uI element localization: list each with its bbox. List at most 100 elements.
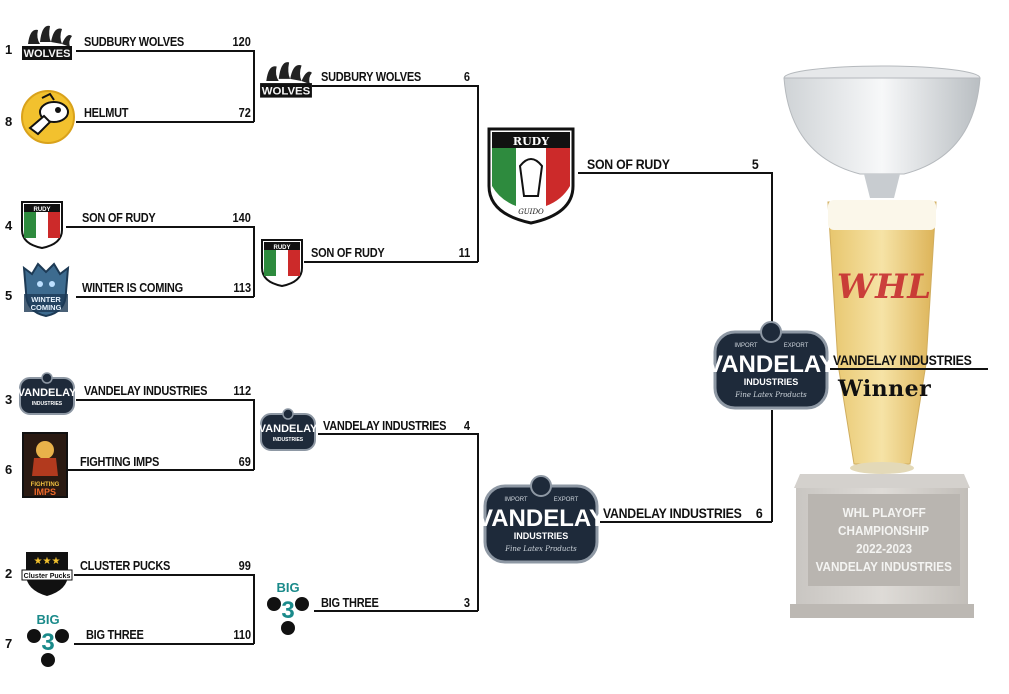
team-score: 113: [233, 281, 251, 295]
champion-name: VANDELAY INDUSTRIES: [833, 352, 972, 368]
plaque-line: 2022-2023: [856, 541, 912, 556]
cluster-pucks-logo: ★★★ Cluster Pucks: [21, 552, 73, 596]
vandelay-tagline: Fine Latex Products: [734, 391, 807, 399]
vandelay-logo-text: VANDELAY: [259, 423, 318, 435]
bracket-line: [66, 226, 254, 228]
team-score: 112: [233, 384, 251, 398]
fighting-imps-logo: FIGHTING IMPS: [22, 432, 68, 498]
helmut-logo: [21, 90, 75, 144]
team-score: 140: [232, 211, 251, 225]
cluster-logo-text: Cluster Pucks: [24, 573, 71, 580]
seed-number: 1: [5, 42, 13, 57]
team-name: SON OF RUDY: [587, 156, 670, 172]
whl-logo-text: WHL: [837, 267, 931, 307]
big-three-logo: BIG 3: [267, 580, 309, 635]
bracket-line: [74, 574, 254, 576]
team-name: BIG THREE: [321, 596, 379, 610]
trophy-plaque: WHL PLAYOFF CHAMPIONSHIP 2022-2023 VANDE…: [808, 494, 960, 586]
bracket-line: [68, 469, 254, 471]
plaque-line: CHAMPIONSHIP: [838, 523, 930, 538]
team-score: 11: [458, 246, 470, 260]
seed-number: 7: [5, 636, 13, 651]
vandelay-export-text: EXPORT: [554, 497, 579, 503]
vandelay-tagline: Fine Latex Products: [504, 545, 577, 553]
bracket-line: [76, 121, 254, 123]
team-name: VANDELAY INDUSTRIES: [603, 505, 742, 521]
vandelay-import-text: IMPORT: [734, 343, 758, 349]
winter-logo-text-3: COMING: [31, 303, 62, 312]
team-score: 6: [756, 505, 763, 521]
team-name: SUDBURY WOLVES: [84, 35, 185, 49]
vandelay-logo-subtext: INDUSTRIES: [32, 401, 63, 407]
vandelay-industries-logo: VANDELAY INDUSTRIES: [259, 408, 318, 451]
plaque-line: WHL PLAYOFF: [842, 505, 926, 520]
big-three-logo: BIG 3: [27, 612, 69, 667]
team-score: 3: [463, 596, 470, 610]
vandelay-logo-subtext: INDUSTRIES: [744, 377, 799, 387]
vandelay-logo-subtext: INDUSTRIES: [273, 437, 304, 443]
bracket-connector: [771, 172, 773, 322]
bracket-line: [76, 296, 254, 298]
team-name: FIGHTING IMPS: [80, 455, 160, 469]
seed-number: 4: [5, 218, 13, 233]
bracket-line: [304, 261, 478, 263]
bracket-line: [318, 433, 478, 435]
big-logo-text: BIG: [36, 612, 59, 627]
bracket-line: [312, 85, 478, 87]
rudy-logo-subtext: GUIDO: [518, 208, 544, 216]
team-name: VANDELAY INDUSTRIES: [323, 419, 447, 433]
bracket-connector: [253, 50, 255, 122]
team-score: 110: [233, 628, 251, 642]
bracket-connector: [771, 410, 773, 522]
bracket-connector: [253, 226, 255, 297]
sudbury-wolves-logo: WOLVES: [260, 62, 312, 98]
team-score: 99: [238, 559, 251, 573]
vandelay-logo-subtext: INDUSTRIES: [514, 531, 569, 541]
team-name: CLUSTER PUCKS: [80, 559, 171, 573]
imps-logo-text-1: FIGHTING: [31, 482, 60, 488]
big-logo-text: BIG: [276, 580, 299, 595]
champion-line: [830, 368, 988, 370]
seed-number: 2: [5, 566, 13, 581]
winner-label: Winner: [838, 376, 932, 402]
winter-is-coming-logo: WINTER COMING: [22, 262, 70, 318]
bracket-line: [74, 643, 254, 645]
imps-logo-text-2: IMPS: [34, 487, 56, 497]
team-score: 72: [238, 106, 251, 120]
vandelay-logo-text: VANDELAY: [712, 351, 830, 378]
team-score: 6: [463, 70, 470, 84]
rudy-logo-text: RUDY: [513, 135, 549, 148]
sudbury-wolves-logo: WOLVES: [22, 25, 72, 60]
vandelay-export-text: EXPORT: [784, 343, 809, 349]
team-name: VANDELAY INDUSTRIES: [84, 384, 208, 398]
seed-number: 3: [5, 392, 13, 407]
wolves-logo-text: WOLVES: [24, 48, 71, 60]
seed-number: 5: [5, 288, 13, 303]
team-name: BIG THREE: [86, 628, 144, 642]
son-of-rudy-logo: RUDY: [21, 201, 63, 250]
big-logo-number: 3: [281, 597, 294, 624]
team-score: 69: [238, 455, 251, 469]
bracket-line: [600, 521, 772, 523]
bracket-connector: [253, 399, 255, 470]
winter-logo-text-1: WINTER: [31, 295, 61, 304]
seed-number: 6: [5, 462, 13, 477]
team-name: HELMUT: [84, 106, 129, 120]
team-name: SON OF RUDY: [82, 211, 156, 225]
vandelay-industries-logo: IMPORT EXPORT VANDELAY INDUSTRIES Fine L…: [482, 475, 600, 564]
bracket-connector: [477, 433, 479, 611]
bracket-line: [76, 399, 254, 401]
team-name: WINTER IS COMING: [82, 281, 183, 295]
bracket-line: [76, 50, 254, 52]
vandelay-logo-text: VANDELAY: [18, 387, 76, 399]
team-score: 5: [752, 156, 759, 172]
rudy-logo-text: RUDY: [273, 245, 290, 251]
team-score: 4: [463, 419, 470, 433]
champion-logo: IMPORT EXPORT VANDELAY INDUSTRIES Fine L…: [712, 321, 830, 410]
big-logo-number: 3: [41, 629, 54, 656]
bracket-connector: [253, 574, 255, 644]
vandelay-import-text: IMPORT: [504, 497, 528, 503]
vandelay-logo-text: VANDELAY: [482, 505, 600, 532]
stars-icon: ★★★: [34, 556, 61, 567]
son-of-rudy-logo: RUDY: [261, 239, 303, 288]
